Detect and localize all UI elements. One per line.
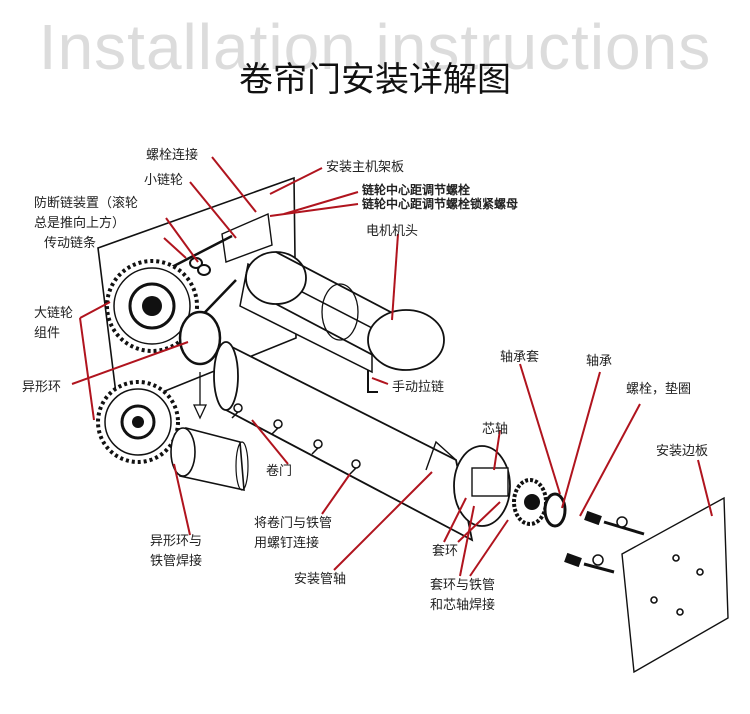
label-bearing: 轴承 (586, 354, 613, 369)
label-shaped-ring-weld-line2: 铁管焊接 (150, 554, 203, 569)
core-shaft-assembly (453, 445, 567, 528)
shaped-sleeve (170, 426, 249, 492)
background-title: Installation instructions (38, 11, 712, 83)
label-drive-chain: 传动链条 (44, 236, 97, 251)
label-large-sprocket-line1: 大链轮 (34, 306, 74, 321)
label-anti-break-device-line2: 总是推向上方） (34, 216, 126, 231)
bolts-washers (564, 510, 645, 574)
hand-chain (367, 370, 378, 393)
label-center-adjust-lock-nut: 链轮中心距调节螺栓锁紧螺母 (362, 197, 519, 211)
label-door-curtain: 卷门 (266, 464, 293, 479)
tube-shaft (213, 341, 474, 542)
label-center-adjust-bolt: 链轮中心距调节螺栓 (362, 183, 471, 197)
label-mount-bracket: 安装主机架板 (326, 160, 405, 175)
anti-break-rollers (189, 257, 211, 276)
label-bolt-connection: 螺栓连接 (146, 148, 199, 163)
large-sprocket-top (105, 259, 199, 353)
shaped-ring (178, 310, 222, 366)
leader-lines (71, 156, 713, 577)
label-shaped-ring: 异形环 (22, 380, 62, 395)
label-screw-connect-line1: 将卷门与铁管 (254, 516, 333, 531)
label-collar: 套环 (432, 544, 459, 559)
label-screw-connect-line2: 用螺钉连接 (254, 536, 320, 551)
side-plate-holes (650, 554, 704, 616)
label-motor-head: 电机机头 (366, 224, 419, 239)
label-shaped-ring-weld-line1: 异形环与 (150, 534, 203, 549)
label-bolt-washer: 螺栓，垫圈 (626, 382, 692, 397)
bracket-plate (221, 212, 273, 263)
label-hand-chain: 手动拉链 (392, 380, 445, 395)
motor-body (239, 251, 445, 374)
label-small-sprocket: 小链轮 (144, 173, 184, 188)
side-plate (621, 496, 729, 674)
label-bearing-sleeve: 轴承套 (500, 350, 540, 365)
label-collar-weld-line2: 和芯轴焊接 (430, 598, 496, 613)
label-side-plate: 安装边板 (656, 444, 709, 459)
label-large-sprocket-line2: 组件 (34, 326, 61, 341)
label-anti-break-device-line1: 防断链装置（滚轮 (34, 196, 139, 211)
label-tube-shaft: 安装管轴 (294, 572, 347, 587)
label-core-shaft: 芯轴 (482, 422, 509, 437)
tube-screws (231, 403, 361, 475)
large-sprocket-bottom (96, 380, 180, 464)
label-collar-weld-line1: 套环与铁管 (430, 578, 496, 593)
page-title: 卷帘门安装详解图 (239, 60, 511, 100)
